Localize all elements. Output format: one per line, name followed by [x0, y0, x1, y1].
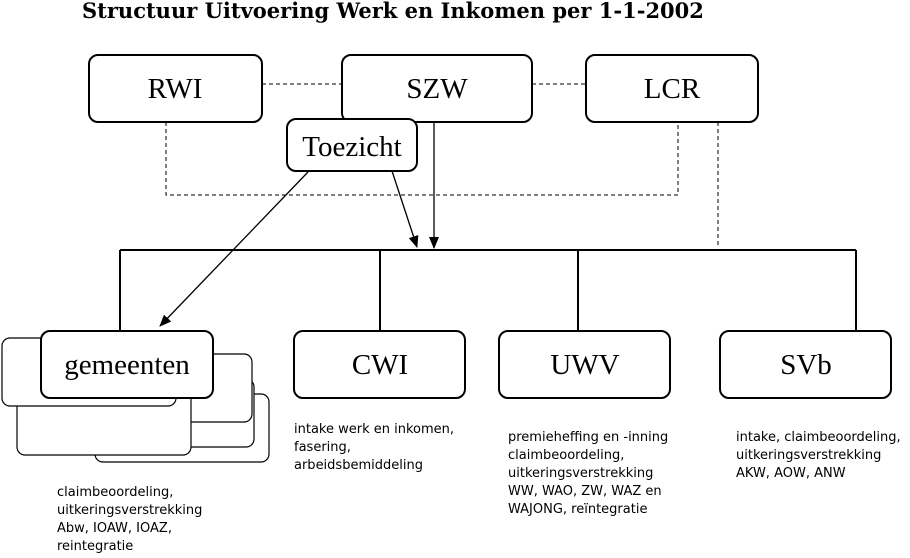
- description-line: intake werk en inkomen,: [294, 422, 455, 437]
- node-cwi-label: CWI: [352, 349, 408, 381]
- node-szw-label: SZW: [406, 73, 468, 105]
- node-rwi: RWI: [88, 54, 263, 123]
- description-line: Abw, IOAW, IOAZ,: [57, 521, 172, 536]
- description-line: WAJONG, reïntegratie: [508, 502, 648, 517]
- node-gemeenten: gemeenten: [40, 330, 214, 399]
- description-gemeenten: claimbeoordeling, uitkeringsverstrekking…: [57, 484, 202, 556]
- description-line: AKW, AOW, ANW: [736, 466, 846, 481]
- node-svb: SVb: [719, 330, 892, 399]
- node-lcr-label: LCR: [644, 73, 701, 105]
- node-lcr: LCR: [585, 54, 759, 123]
- description-line: WW, WAO, ZW, WAZ en: [508, 484, 662, 499]
- description-line: premieheffing en -inning: [508, 430, 669, 445]
- description-line: uitkeringsverstrekking: [57, 503, 203, 518]
- node-uwv: UWV: [498, 330, 671, 399]
- description-line: claimbeoordeling,: [57, 485, 174, 500]
- description-line: claimbeoordeling,: [508, 448, 625, 463]
- dashed-link-rwi-lcr: [165, 122, 679, 196]
- description-line: fasering,: [294, 440, 351, 455]
- description-line: arbeidsbemiddeling: [294, 458, 423, 473]
- node-rwi-label: RWI: [148, 73, 203, 105]
- node-uwv-label: UWV: [550, 349, 619, 381]
- description-uwv: premieheffing en -inning claimbeoordelin…: [508, 429, 668, 519]
- description-line: intake, claimbeoordeling,: [736, 430, 901, 445]
- arrow-toezicht-to-bus: [391, 170, 419, 248]
- node-szw: SZW: [341, 54, 533, 123]
- description-line: reintegratie: [57, 539, 134, 554]
- node-gemeenten-label: gemeenten: [64, 349, 190, 381]
- description-svb: intake, claimbeoordeling, uitkeringsvers…: [736, 429, 901, 483]
- diagram-title: Structuur Uitvoering Werk en Inkomen per…: [82, 0, 704, 23]
- description-cwi: intake werk en inkomen, fasering, arbeid…: [294, 421, 454, 475]
- description-line: uitkeringsverstrekking: [736, 448, 882, 463]
- arrow-toezicht-to-gemeenten: [159, 171, 309, 327]
- node-svb-label: SVb: [780, 349, 832, 381]
- description-line: uitkeringsverstrekking: [508, 466, 654, 481]
- node-cwi: CWI: [293, 330, 466, 399]
- node-toezicht: Toezicht: [286, 118, 418, 172]
- node-toezicht-label: Toezicht: [302, 131, 401, 163]
